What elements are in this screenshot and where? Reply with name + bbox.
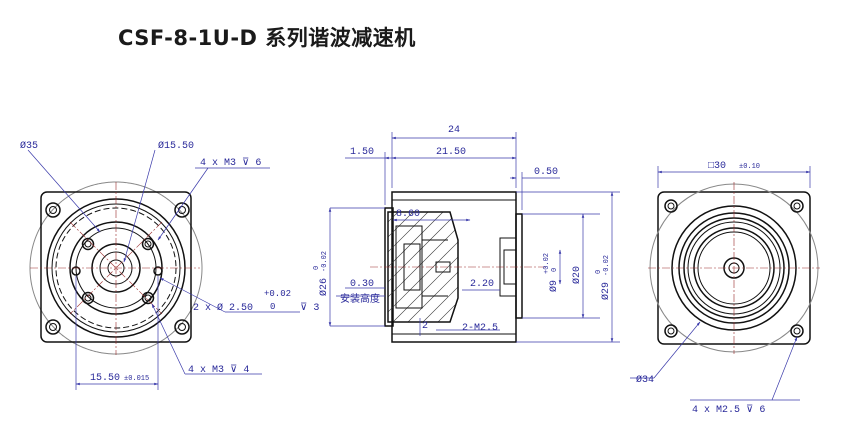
front-view: Ø35 Ø15.50 4 x M3 ⊽ 6 2 x Ø 2.50 +0.02 0… <box>20 140 319 390</box>
front-corner-holes <box>45 202 190 335</box>
side-section-hatch <box>388 212 458 322</box>
front-depth-3: ⊽ 3 <box>300 302 319 314</box>
side-dia-20: Ø20 <box>571 266 583 284</box>
side-dia-26: Ø26 <box>318 278 330 296</box>
side-dia-26-tol-lo: -0.02 <box>321 251 329 272</box>
side-dim-0-30: 0.30 <box>350 279 374 290</box>
front-tol-0-015: ±0.015 <box>124 375 149 383</box>
side-dia-29-tol-hi: 0 <box>595 270 603 274</box>
side-install-height: 安装高度 <box>340 292 380 305</box>
side-m2-5: 2-M2.5 <box>462 323 498 334</box>
side-dia-26-tol-hi: 0 <box>313 266 321 270</box>
side-dim-0-50: 0.50 <box>534 167 558 178</box>
side-dim-8-60: 8.60 <box>396 209 420 220</box>
side-dia-9-tol-hi: +0.02 <box>543 253 551 274</box>
back-tol-0-10: ±0.10 <box>739 163 760 171</box>
side-dia-29-tol-lo: -0.02 <box>603 255 611 276</box>
side-dim-2: 2 <box>422 321 428 332</box>
front-tol-zero: 0 <box>270 302 275 312</box>
side-dia-29: Ø29 <box>600 282 612 300</box>
page-title: CSF-8-1U-D 系列谐波减速机 <box>118 26 416 50</box>
side-dia-9: Ø9 <box>548 280 560 292</box>
front-m3-top-label: 4 x M3 ⊽ 6 <box>200 157 261 169</box>
side-dim-1-50: 1.50 <box>350 147 374 158</box>
side-dia-9-tol-lo: 0 <box>551 268 559 272</box>
front-hole-2x-label: 2 x Ø 2.50 <box>193 302 253 314</box>
front-dia-35-label: Ø35 <box>20 140 38 152</box>
side-dim-24: 24 <box>448 125 460 136</box>
front-dim-15-50: 15.50 <box>90 373 120 384</box>
back-dia-34: Ø34 <box>636 374 654 386</box>
side-dim-2-20: 2.20 <box>470 279 494 290</box>
back-view: □30 ±0.10 Ø34 4 x M2.5 ⊽ 6 <box>630 161 820 416</box>
back-square-30: □30 <box>708 161 726 172</box>
back-corner-holes <box>664 199 804 338</box>
side-view: 24 1.50 21.50 0.50 8.60 0.30 安装高度 2.20 2… <box>313 125 620 343</box>
front-m3-holes <box>71 237 163 305</box>
front-tol-plus: +0.02 <box>264 289 291 299</box>
back-m2-5-holes: 4 x M2.5 ⊽ 6 <box>692 404 765 416</box>
side-dim-21-50: 21.50 <box>436 147 466 158</box>
front-m3-bottom-label: 4 x M3 ⊽ 4 <box>188 364 249 376</box>
front-dia-15-50-label: Ø15.50 <box>158 140 194 152</box>
